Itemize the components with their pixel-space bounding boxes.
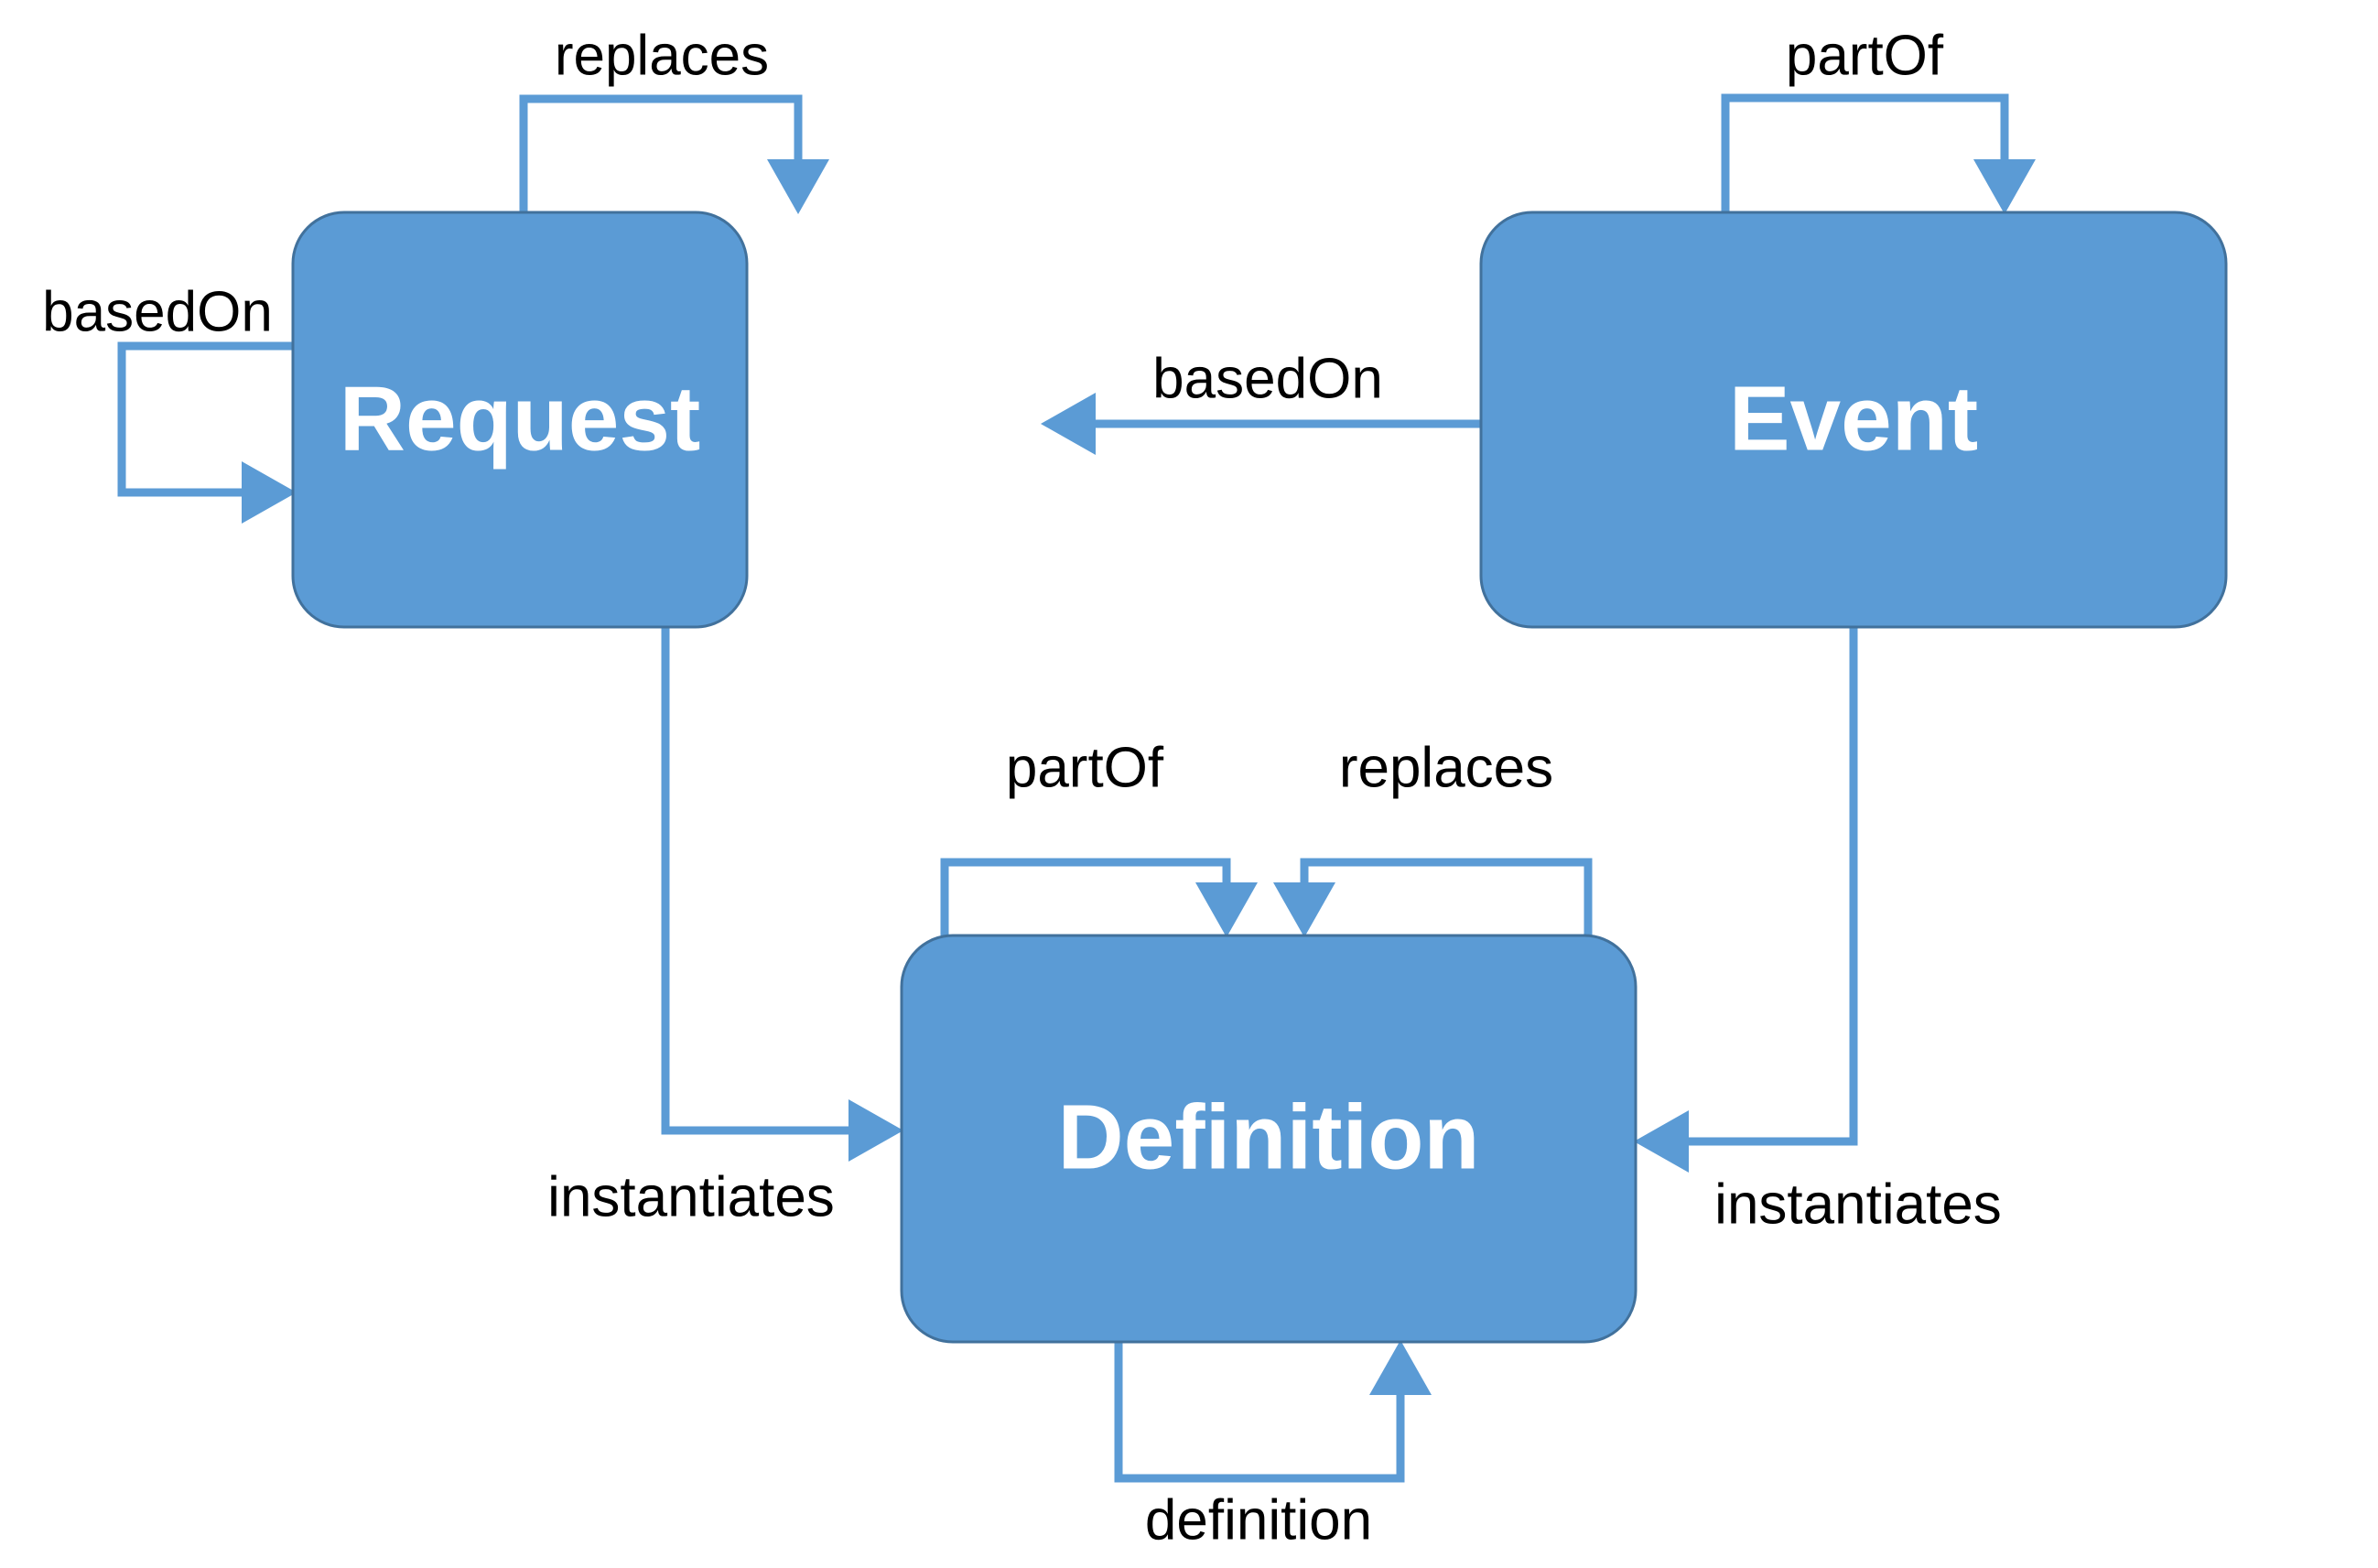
edge-event-instantiates-path — [1689, 627, 1858, 1146]
node-definition-label: Definition — [1057, 1086, 1479, 1188]
edge-label-request-replaces: replaces — [555, 24, 769, 87]
edge-label-definition-replaces: replaces — [1339, 736, 1553, 799]
node-definition-rect[interactable] — [900, 934, 1638, 1344]
edge-definition-replaces[interactable] — [1273, 858, 1593, 937]
edge-label-definition-partof: partOf — [1006, 736, 1164, 799]
edge-label-definition-definition: definition — [1145, 1488, 1372, 1552]
node-event[interactable]: Event — [1479, 211, 2228, 629]
edge-definition-partof[interactable] — [940, 858, 1258, 937]
edge-request-basedon-arrowhead — [242, 461, 297, 524]
node-definition[interactable]: Definition — [900, 934, 1638, 1344]
edge-label-event-basedon-request: basedOn — [1152, 347, 1383, 410]
node-request-rect[interactable] — [291, 211, 749, 629]
edge-definition-partof-path — [940, 858, 1231, 935]
edge-event-basedon-request[interactable] — [1041, 393, 1481, 455]
edge-request-replaces-arrowhead — [767, 159, 829, 214]
node-request[interactable]: Request — [291, 211, 749, 629]
edge-request-instantiates[interactable] — [661, 627, 903, 1162]
edge-label-request-instantiates: instantiates — [547, 1165, 835, 1228]
edge-label-event-instantiates: instantiates — [1714, 1173, 2002, 1236]
edge-request-basedon[interactable] — [117, 341, 297, 524]
node-request-label: Request — [340, 367, 701, 470]
edge-request-instantiates-arrowhead — [849, 1099, 903, 1162]
edge-event-partof-arrowhead — [1973, 159, 2036, 214]
edge-label-event-partof: partOf — [1786, 24, 1944, 87]
node-event-label: Event — [1729, 367, 1978, 470]
edge-definition-definition-path — [1114, 1342, 1405, 1483]
edge-event-partof[interactable] — [1721, 93, 2036, 214]
edge-request-basedon-path — [117, 341, 295, 497]
edge-definition-replaces-arrowhead — [1273, 882, 1335, 937]
edge-definition-definition-arrowhead — [1369, 1340, 1432, 1395]
edge-event-instantiates[interactable] — [1634, 627, 1858, 1173]
edge-request-instantiates-path — [661, 627, 849, 1135]
node-event-rect[interactable] — [1479, 211, 2228, 629]
edge-definition-replaces-path — [1300, 858, 1593, 935]
edge-request-replaces[interactable] — [519, 94, 829, 214]
edge-event-partof-path — [1721, 93, 2009, 212]
edge-event-instantiates-arrowhead — [1634, 1110, 1689, 1173]
edge-definition-definition[interactable] — [1114, 1340, 1432, 1483]
edge-definition-partof-arrowhead — [1195, 882, 1258, 937]
edge-request-replaces-path — [519, 94, 803, 212]
edge-label-request-basedon: basedOn — [42, 280, 273, 343]
edge-event-basedon-request-arrowhead — [1041, 393, 1096, 455]
